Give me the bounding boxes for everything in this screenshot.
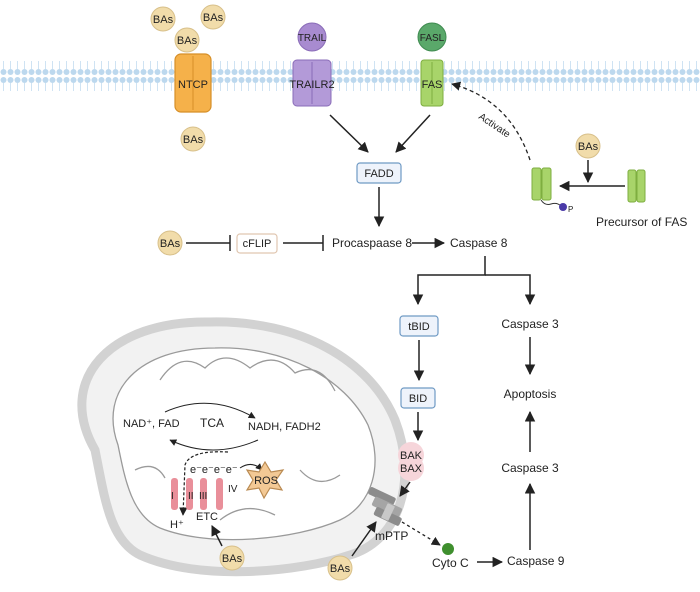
arrow-bas-etc xyxy=(211,525,223,547)
svg-text:NTCP: NTCP xyxy=(178,79,208,91)
svg-text:TRAIL: TRAIL xyxy=(298,33,327,44)
caspase8-label: Caspase 8 xyxy=(450,236,508,250)
svg-text:III: III xyxy=(199,491,207,502)
svg-text:BAs: BAs xyxy=(222,553,243,565)
mitochondrion xyxy=(77,317,410,577)
activate-dashed-arrow xyxy=(451,81,531,161)
svg-text:BAs: BAs xyxy=(183,134,204,146)
arrow-trailr2-fadd xyxy=(329,114,369,153)
h-plus-label: H⁺ xyxy=(170,519,184,531)
cyto-c-label: Cyto C xyxy=(432,556,469,570)
mptp-pore xyxy=(368,487,403,526)
etc-label: ETC xyxy=(196,511,218,523)
fas-receptor: FAS xyxy=(420,59,444,107)
bid-box: BID xyxy=(400,387,436,409)
bile-acids-cflip xyxy=(157,230,183,256)
tca-arrow-top xyxy=(164,402,256,419)
svg-text:P: P xyxy=(568,205,573,214)
svg-text:cFLIP: cFLIP xyxy=(243,238,272,250)
svg-text:FASL: FASL xyxy=(420,33,445,44)
tbid-box: tBID xyxy=(399,315,439,337)
svg-text:TRAILR2: TRAILR2 xyxy=(289,79,334,91)
svg-text:II: II xyxy=(188,491,194,502)
svg-text:BAs: BAs xyxy=(177,35,198,47)
ros-star: ROS xyxy=(245,460,285,500)
tca-arrow-bottom xyxy=(169,439,259,451)
tca-to-etc xyxy=(179,451,229,516)
bile-acids-right xyxy=(575,133,601,159)
activate-label: Activate xyxy=(476,111,512,140)
bile-acids-etc xyxy=(219,545,245,571)
mptp-label: mPTP xyxy=(375,529,408,543)
svg-text:BID: BID xyxy=(409,393,427,405)
svg-text:BAs: BAs xyxy=(153,14,174,26)
cyto-c-dot xyxy=(442,543,454,555)
electrons-label: e⁻e⁻e⁻e⁻ xyxy=(190,464,238,476)
svg-text:IV: IV xyxy=(228,484,238,495)
apoptosis-label: Apoptosis xyxy=(504,387,557,401)
svg-text:BAK: BAK xyxy=(400,450,423,462)
tca-label: TCA xyxy=(200,416,224,430)
svg-text:BAs: BAs xyxy=(330,563,351,575)
trail-ligand: TRAIL xyxy=(297,22,327,52)
svg-text:BAs: BAs xyxy=(203,12,224,24)
cell-membrane xyxy=(0,54,700,92)
branch-caspase8 xyxy=(412,256,486,306)
arrow-mptp-cytoc xyxy=(401,521,441,546)
fasl-ligand: FASL xyxy=(417,22,447,52)
precursor-fas-label: Precursor of FAS xyxy=(596,215,687,229)
bile-acids-intracellular xyxy=(180,126,206,152)
svg-text:BAX: BAX xyxy=(400,463,423,475)
svg-text:tBID: tBID xyxy=(408,321,429,333)
svg-text:BAs: BAs xyxy=(160,238,181,250)
arrow-fas-fadd xyxy=(395,114,431,153)
bile-acids-mptp xyxy=(327,555,353,581)
svg-text:I: I xyxy=(171,491,174,502)
precursor-fas xyxy=(627,169,646,203)
caspase3-top-label: Caspase 3 xyxy=(501,317,559,331)
svg-text:FAS: FAS xyxy=(422,79,443,91)
bak-bax: BAK BAX xyxy=(398,442,424,481)
nadh-label: NADH, FADH2 xyxy=(248,421,321,433)
fadd-box: FADD xyxy=(356,162,402,184)
svg-text:FADD: FADD xyxy=(364,168,393,180)
svg-text:BAs: BAs xyxy=(578,141,599,153)
arrow-bax-mptp xyxy=(399,481,411,497)
arrow-bas-mptp xyxy=(351,521,377,557)
ntcp-transporter: NTCP xyxy=(174,53,212,113)
bile-acids-extracellular: BAs BAs BAs xyxy=(150,4,226,53)
svg-text:ROS: ROS xyxy=(254,475,278,487)
phosphorylated-fas: P xyxy=(531,167,573,214)
trailr2-receptor: TRAILR2 xyxy=(289,59,335,107)
nad-fad-label: NAD⁺, FAD xyxy=(123,418,180,430)
etc-complexes: I II III IV xyxy=(171,478,238,510)
electron-flow-arrow xyxy=(239,463,263,471)
caspase9-label: Caspase 9 xyxy=(507,554,565,568)
procaspase8-label: Procaspaase 8 xyxy=(332,236,412,250)
cflip-box: cFLIP xyxy=(236,233,278,254)
caspase3-bottom-label: Caspase 3 xyxy=(501,461,559,475)
